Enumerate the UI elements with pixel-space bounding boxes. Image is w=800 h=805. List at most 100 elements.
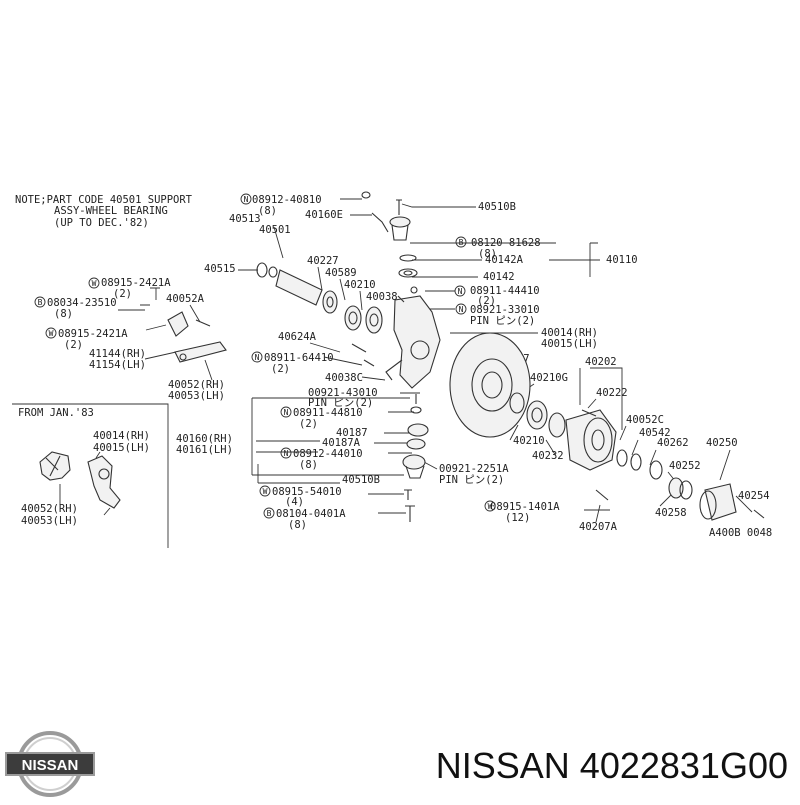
label-pin-b: PIN ピン(2) bbox=[308, 397, 373, 409]
label-40262: 40262 bbox=[657, 437, 689, 449]
label-08915-1401A: 08915-1401A bbox=[490, 501, 560, 513]
label-40232: 40232 bbox=[532, 450, 564, 462]
note-line-3: (UP TO DEC.'82) bbox=[54, 217, 149, 229]
label-qty-8a: (8) bbox=[258, 205, 277, 217]
label-qty-8e: (8) bbox=[288, 519, 307, 531]
svg-text:N: N bbox=[255, 353, 260, 362]
label-40254: 40254 bbox=[738, 490, 770, 502]
svg-text:N: N bbox=[284, 408, 289, 417]
label-00921-2251A: 00921-2251A bbox=[439, 463, 509, 475]
label-08911-64410: 08911-64410 bbox=[264, 352, 334, 364]
label-qty-2a: (2) bbox=[113, 288, 132, 300]
part-drawings bbox=[140, 191, 765, 522]
svg-text:W: W bbox=[263, 487, 268, 496]
note-line-2: ASSY-WHEEL BEARING bbox=[54, 205, 168, 217]
label-40110: 40110 bbox=[606, 254, 638, 266]
label-40053-lh: 40053(LH) bbox=[168, 390, 225, 402]
label-pin-a: PIN ピン(2) bbox=[470, 315, 535, 327]
svg-text:W: W bbox=[92, 279, 97, 288]
label-00921-43010: 00921-43010 bbox=[308, 387, 378, 399]
label-qty-8d: (8) bbox=[299, 459, 318, 471]
inset-label-40015: 40015(LH) bbox=[93, 442, 150, 454]
label-40187A: 40187A bbox=[322, 437, 361, 449]
label-40161: 40161(LH) bbox=[176, 444, 233, 456]
label-40142A: 40142A bbox=[485, 254, 524, 266]
label-qty-8c: (8) bbox=[54, 308, 73, 320]
leader-lines bbox=[118, 198, 753, 523]
marker-circles: N B N N W B W N N N W B W bbox=[34, 193, 496, 519]
svg-text:N: N bbox=[459, 305, 464, 314]
nissan-logo: NISSAN bbox=[5, 731, 95, 797]
label-40202: 40202 bbox=[585, 356, 617, 368]
label-diagram-code: A400B 0048 bbox=[709, 527, 772, 539]
label-40252: 40252 bbox=[669, 460, 701, 472]
label-08921-33010: 08921-33010 bbox=[470, 304, 540, 316]
label-40015: 40015(LH) bbox=[541, 338, 598, 350]
label-08911-44810: 08911-44810 bbox=[293, 407, 363, 419]
label-40222: 40222 bbox=[596, 387, 628, 399]
label-qty-12: (12) bbox=[505, 512, 530, 524]
svg-text:N: N bbox=[458, 287, 463, 296]
svg-text:W: W bbox=[488, 502, 493, 511]
label-40210G: 40210G bbox=[530, 372, 568, 384]
label-40624A: 40624A bbox=[278, 331, 317, 343]
label-qty-4: (4) bbox=[285, 496, 304, 508]
part-number-title: NISSAN 4022831G00 bbox=[436, 745, 788, 786]
label-08911-44410: 08911-44410 bbox=[470, 285, 540, 297]
label-40513: 40513 bbox=[229, 213, 261, 225]
label-40052-rh: 40052(RH) bbox=[168, 379, 225, 391]
svg-text:W: W bbox=[49, 329, 54, 338]
label-08915-54010: 08915-54010 bbox=[272, 486, 342, 498]
label-40515: 40515 bbox=[204, 263, 236, 275]
label-40542: 40542 bbox=[639, 427, 671, 439]
part-labels: 08912-40810 (8) 40160E 40510B 40513 4050… bbox=[47, 194, 772, 539]
label-40038: 40038 bbox=[366, 291, 398, 303]
label-qty-2e: (2) bbox=[299, 418, 318, 430]
label-40250: 40250 bbox=[706, 437, 738, 449]
label-40052A: 40052A bbox=[166, 293, 205, 305]
svg-text:N: N bbox=[284, 449, 289, 458]
svg-text:B: B bbox=[267, 509, 272, 518]
label-40510B-bot: 40510B bbox=[342, 474, 380, 486]
label-pin-c: PIN ピン(2) bbox=[439, 474, 504, 486]
label-qty-2c: (2) bbox=[64, 339, 83, 351]
label-40207A: 40207A bbox=[579, 521, 618, 533]
inset-label-40052: 40052(RH) bbox=[21, 503, 78, 515]
label-40038C: 40038C bbox=[325, 372, 363, 384]
label-08915-2421A-b: 08915-2421A bbox=[58, 328, 128, 340]
note-line-1: NOTE;PART CODE 40501 SUPPORT bbox=[15, 194, 193, 206]
inset-title: FROM JAN.'83 bbox=[18, 407, 94, 419]
inset-knuckle-drawing bbox=[39, 451, 121, 516]
label-08915-2421A-a: 08915-2421A bbox=[101, 277, 171, 289]
inset-label-40053: 40053(LH) bbox=[21, 515, 78, 527]
svg-text:B: B bbox=[38, 298, 43, 307]
label-08912-40810: 08912-40810 bbox=[252, 194, 322, 206]
inset-label-40014: 40014(RH) bbox=[93, 430, 150, 442]
label-40258: 40258 bbox=[655, 507, 687, 519]
label-40227: 40227 bbox=[307, 255, 339, 267]
label-08912-44010: 08912-44010 bbox=[293, 448, 363, 460]
inset-border bbox=[12, 403, 169, 548]
label-40210-bot: 40210 bbox=[513, 435, 545, 447]
label-40210-top: 40210 bbox=[344, 279, 376, 291]
svg-text:B: B bbox=[459, 238, 464, 247]
label-41144: 41144(RH) bbox=[89, 348, 146, 360]
label-08104-0401A: 08104-0401A bbox=[276, 508, 346, 520]
svg-text:N: N bbox=[244, 195, 249, 204]
label-40510B-top: 40510B bbox=[478, 201, 516, 213]
label-40187: 40187 bbox=[336, 427, 368, 439]
label-qty-2d: (2) bbox=[271, 363, 290, 375]
label-40052C: 40052C bbox=[626, 414, 664, 426]
label-40160: 40160(RH) bbox=[176, 433, 233, 445]
label-40142: 40142 bbox=[483, 271, 515, 283]
label-08034-23510: 08034-23510 bbox=[47, 297, 117, 309]
label-41154: 41154(LH) bbox=[89, 359, 146, 371]
label-40014: 40014(RH) bbox=[541, 327, 598, 339]
label-qty-8b: (8) bbox=[478, 248, 497, 260]
label-qty-2b: (2) bbox=[477, 295, 496, 307]
label-40160E: 40160E bbox=[305, 209, 343, 221]
logo-text: NISSAN bbox=[22, 757, 79, 774]
label-40589: 40589 bbox=[325, 267, 357, 279]
